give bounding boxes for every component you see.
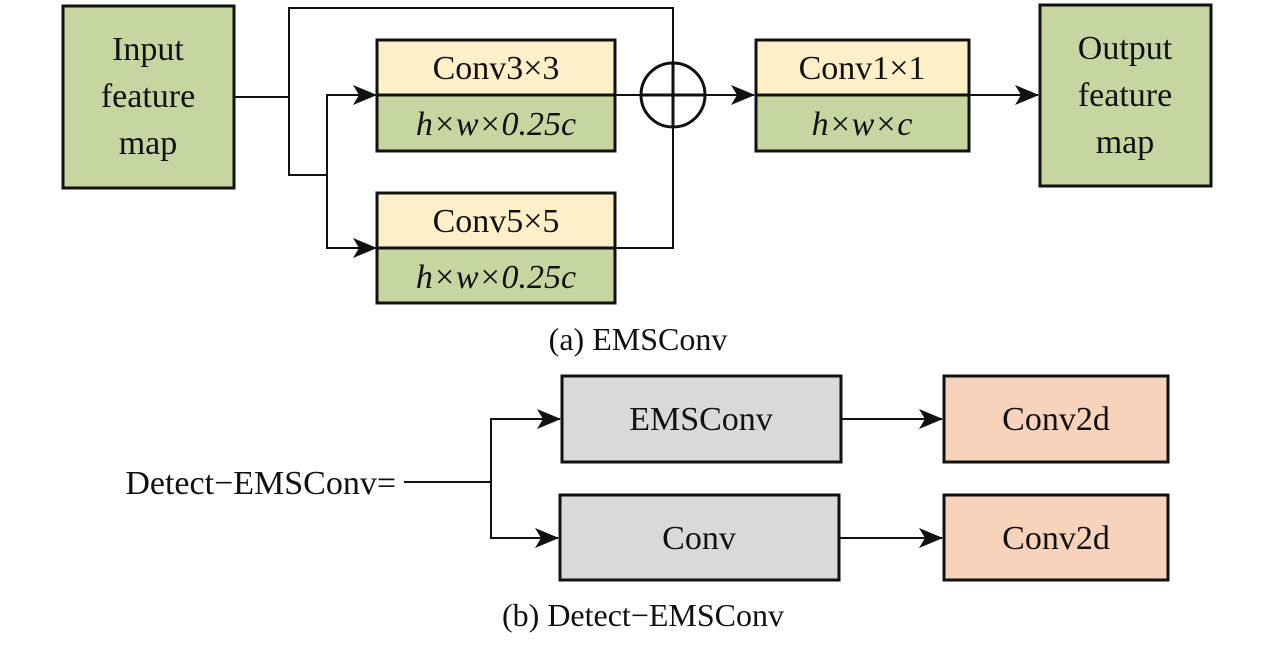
elementwise-add-icon [639,61,707,129]
conv2d-bottom-rect [942,493,1170,582]
conv-label: Conv [662,520,736,557]
to-emsconv-arrow [490,409,561,482]
emsconv-rect [560,374,843,464]
to-conv5-arrow [326,175,377,258]
detect-emsconv-label: Detect−EMSConv= [125,465,396,502]
conv3x3-op-label: Conv3×3 [433,50,560,87]
panel-b-connectors [404,409,943,548]
conv5x5-dims-cell [375,246,617,305]
output-box-line3: map [1096,124,1155,161]
conv2d-top-label: Conv2d [1002,401,1110,438]
input-feature-map-box: Input feature map [61,4,236,190]
conv1x1-op-label: Conv1×1 [799,50,926,87]
conv2d-top-rect [942,374,1170,464]
output-box-rect [1038,3,1213,188]
conv3x3-block: Conv3×3 h×w×0.25c [375,38,617,153]
caption-a: (a) EMSConv [549,321,728,357]
conv5x5-dims-label: h×w×0.25c [416,259,576,296]
conv2d-bottom-label: Conv2d [1002,520,1110,557]
panel-a-connectors [234,7,1039,258]
caption-b: (b) Detect−EMSConv [502,597,784,633]
conv5x5-block: Conv5×5 h×w×0.25c [375,191,617,305]
conv5x5-op-label: Conv5×5 [433,203,560,240]
input-box-line1: Input [112,31,184,68]
output-box-line1: Output [1078,30,1173,67]
input-box-line2: feature [101,78,195,115]
conv-block: Conv [558,493,841,582]
output-box-line2: feature [1078,77,1172,114]
conv3x3-dims-label: h×w×0.25c [416,106,576,143]
skip-connection-line [288,7,674,97]
conv1x1-dims-cell [754,93,971,153]
conv2d-top-block: Conv2d [942,374,1170,464]
emsconv-block: EMSConv [560,374,843,464]
to-conv3-arrow [326,85,377,175]
conv1x1-op-cell [754,38,971,97]
conv1x1-dims-label: h×w×c [812,106,913,143]
conv1x1-block: Conv1×1 h×w×c [754,38,971,153]
to-conv-arrow [490,482,559,548]
output-feature-map-box: Output feature map [1038,3,1213,188]
emsconv-label: EMSConv [629,401,773,438]
conv-rect [558,493,841,582]
conv3x3-dims-cell [375,93,617,153]
conv5-out-line [615,127,674,249]
input-box-rect [61,4,236,190]
conv2d-bottom-block: Conv2d [942,493,1170,582]
input-box-line3: map [119,125,178,162]
branch-split-line [288,97,327,176]
